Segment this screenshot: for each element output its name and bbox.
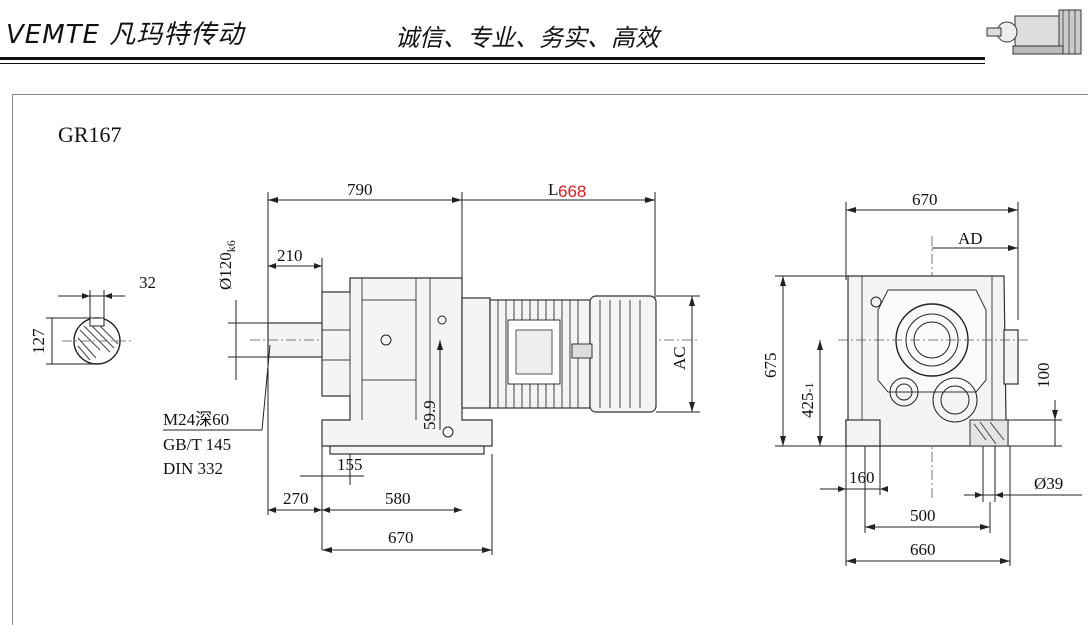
gear-motor-logo-icon bbox=[986, 9, 1082, 55]
dim-425: 425-1 bbox=[798, 383, 817, 419]
header-rule-thin bbox=[0, 63, 985, 64]
thread-note-line-2: GB/T 145 bbox=[163, 435, 231, 454]
dim-L-value: 668 bbox=[558, 182, 586, 201]
shaft-key bbox=[89, 317, 105, 327]
thread-note-line-1: M24深60 bbox=[163, 410, 229, 429]
dim-127: 127 bbox=[29, 328, 48, 354]
dim-32: 32 bbox=[139, 273, 156, 292]
dim-39: Ø39 bbox=[1034, 474, 1063, 493]
dim-shaft-diameter: Ø120k6 bbox=[216, 240, 238, 290]
dim-500: 500 bbox=[910, 506, 936, 525]
dim-210: 210 bbox=[277, 246, 303, 265]
dim-AC: AC bbox=[670, 346, 689, 370]
shaft-section-view: 32 127 bbox=[29, 273, 156, 365]
dim-160: 160 bbox=[849, 468, 875, 487]
dim-670-bottom: 670 bbox=[388, 528, 414, 547]
motor-flange bbox=[461, 297, 491, 409]
drawing-frame bbox=[12, 94, 1088, 625]
dim-670-top: 670 bbox=[912, 190, 938, 209]
thread-note-line-3: DIN 332 bbox=[163, 459, 223, 478]
model-title: GR167 bbox=[58, 122, 122, 147]
dim-580: 580 bbox=[385, 489, 411, 508]
company-slogan: 诚信、专业、务实、高效 bbox=[395, 24, 659, 52]
dim-155: 155 bbox=[337, 455, 363, 474]
dim-660: 660 bbox=[910, 540, 936, 559]
header-rule-thick bbox=[0, 57, 985, 60]
dim-100: 100 bbox=[1034, 363, 1053, 389]
page-header: VEMTE 凡玛特传动 诚信、专业、务实、高效 bbox=[0, 0, 1088, 70]
front-view: 670 AD 675 bbox=[761, 190, 1082, 566]
dim-790: 790 bbox=[347, 180, 373, 199]
dim-59-9: 59.9 bbox=[420, 400, 439, 430]
dim-270: 270 bbox=[283, 489, 309, 508]
side-view: 790 L 668 Ø120k6 210 bbox=[163, 180, 700, 555]
dim-675: 675 bbox=[761, 353, 780, 379]
brand-name: VEMTE 凡玛特传动 bbox=[6, 20, 245, 50]
dim-L-label: L bbox=[548, 180, 558, 199]
dim-AD: AD bbox=[958, 229, 983, 248]
